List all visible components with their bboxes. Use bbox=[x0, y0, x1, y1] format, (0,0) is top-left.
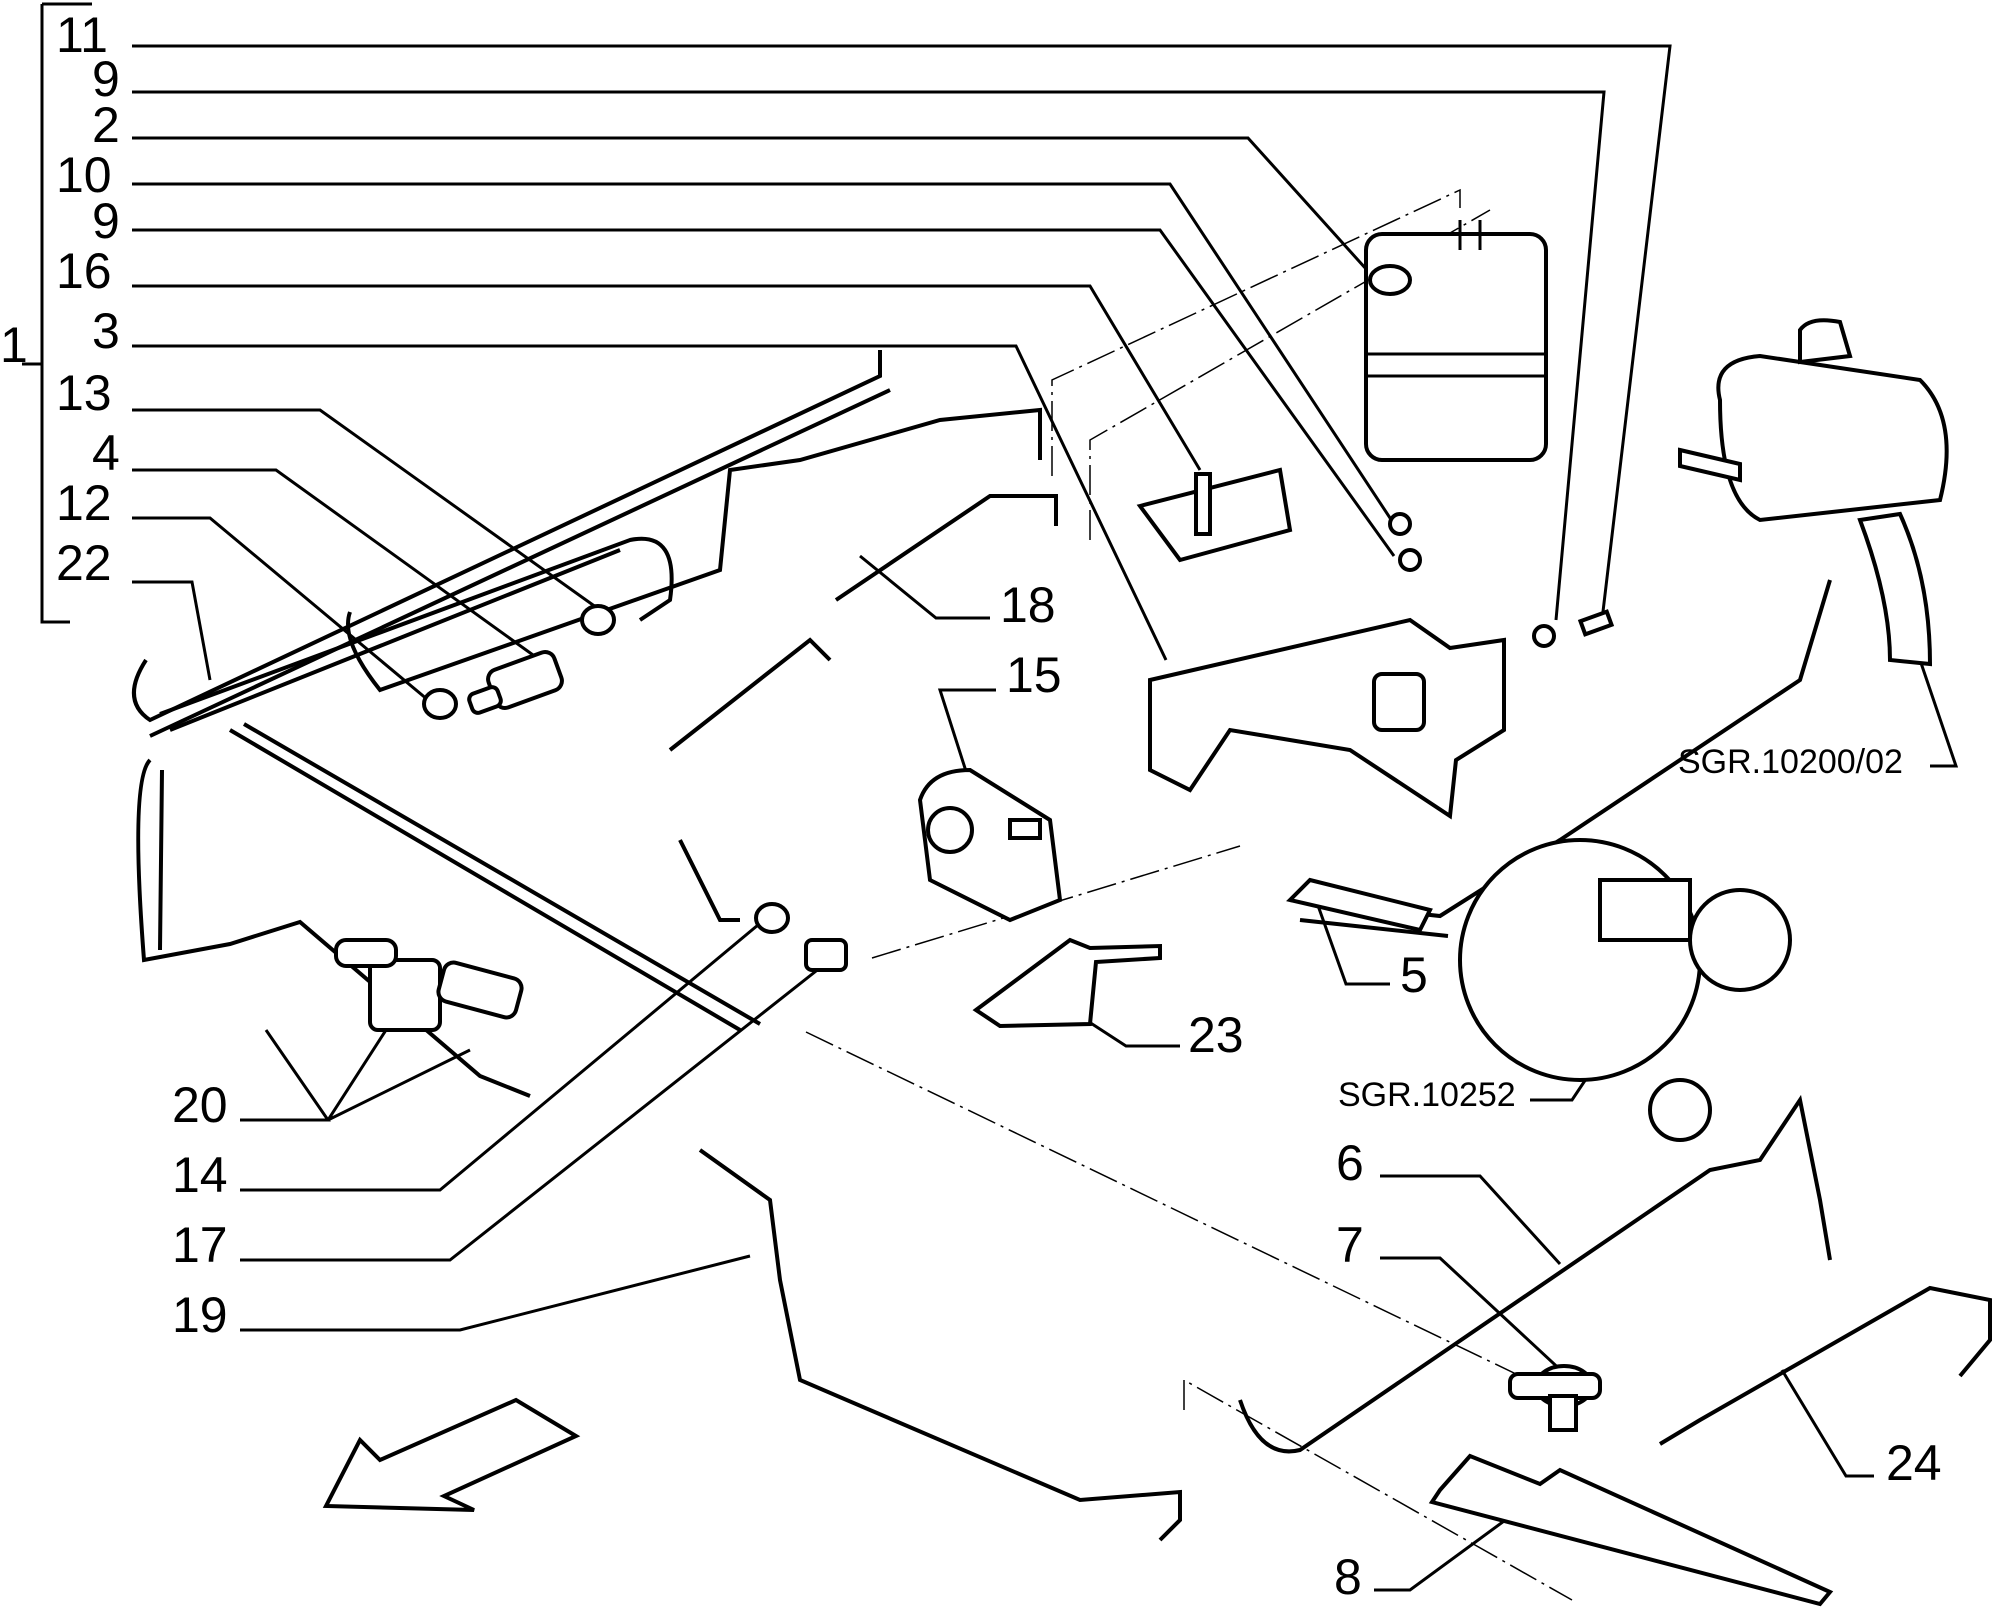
part-16-clip bbox=[1136, 467, 1293, 563]
part-20-solenoid bbox=[334, 938, 524, 1032]
part-14-clamp bbox=[754, 902, 790, 934]
callout-4: 4 bbox=[92, 425, 120, 481]
alignment-lines bbox=[805, 188, 1573, 1601]
part-9-washer bbox=[1398, 548, 1422, 572]
callout-24: 24 bbox=[1886, 1435, 1942, 1491]
reference-sgr-10200-02: SGR.10200/02 bbox=[1678, 743, 1903, 781]
expansion-tank bbox=[1678, 318, 1949, 667]
callout-10: 10 bbox=[56, 147, 112, 203]
turbocharger bbox=[1458, 838, 1792, 1142]
part-9-washer-b bbox=[1532, 624, 1556, 648]
part-13-clamp bbox=[580, 604, 616, 636]
callout-11: 11 bbox=[56, 7, 108, 63]
reference-sgr-10252: SGR.10252 bbox=[1338, 1076, 1516, 1114]
part-3-bracket bbox=[1148, 617, 1506, 820]
group-bracket bbox=[22, 2, 92, 624]
part-12-clamp bbox=[422, 688, 458, 720]
callout-5: 5 bbox=[1400, 947, 1428, 1003]
part-23-plate bbox=[972, 937, 1162, 1029]
callout-6: 6 bbox=[1336, 1135, 1364, 1191]
callout-12: 12 bbox=[56, 475, 112, 531]
callout-22: 22 bbox=[56, 535, 112, 591]
part-2-reservoir bbox=[1364, 220, 1548, 462]
callout-17: 17 bbox=[172, 1217, 228, 1273]
callout-2: 2 bbox=[92, 97, 120, 153]
callout-14: 14 bbox=[172, 1147, 228, 1203]
part-8-bracket bbox=[1428, 1453, 1834, 1607]
parts bbox=[334, 220, 1949, 1607]
part-17-sensor bbox=[804, 938, 848, 972]
callout-13: 13 bbox=[56, 365, 112, 421]
callout-7: 7 bbox=[1336, 1217, 1364, 1273]
callout-18: 18 bbox=[1000, 577, 1056, 633]
part-4-valve bbox=[467, 650, 564, 715]
front-direction-arrow-icon bbox=[322, 1397, 581, 1512]
hoses bbox=[131, 350, 1992, 1542]
callout-20: 20 bbox=[172, 1077, 228, 1133]
callout-16: 16 bbox=[56, 243, 112, 299]
callout-8: 8 bbox=[1334, 1549, 1362, 1605]
callout-23: 23 bbox=[1188, 1007, 1244, 1063]
callout-15: 15 bbox=[1006, 647, 1062, 703]
part-5-hose bbox=[1286, 877, 1433, 933]
callout-1: 1 bbox=[0, 317, 28, 373]
callout-19: 19 bbox=[172, 1287, 228, 1343]
part-10-nut bbox=[1388, 512, 1412, 536]
left-callouts: 11 9 2 10 9 16 3 13 4 12 22 1 18 15 5 23… bbox=[0, 7, 1942, 1605]
callout-3: 3 bbox=[92, 303, 120, 359]
callout-9b: 9 bbox=[92, 193, 120, 249]
part-7-tee bbox=[1508, 1364, 1602, 1432]
leader-lines bbox=[132, 44, 1959, 1592]
part-11-bolt bbox=[1577, 609, 1615, 637]
callout-9a: 9 bbox=[92, 51, 120, 107]
part-15-actuator bbox=[917, 767, 1063, 923]
